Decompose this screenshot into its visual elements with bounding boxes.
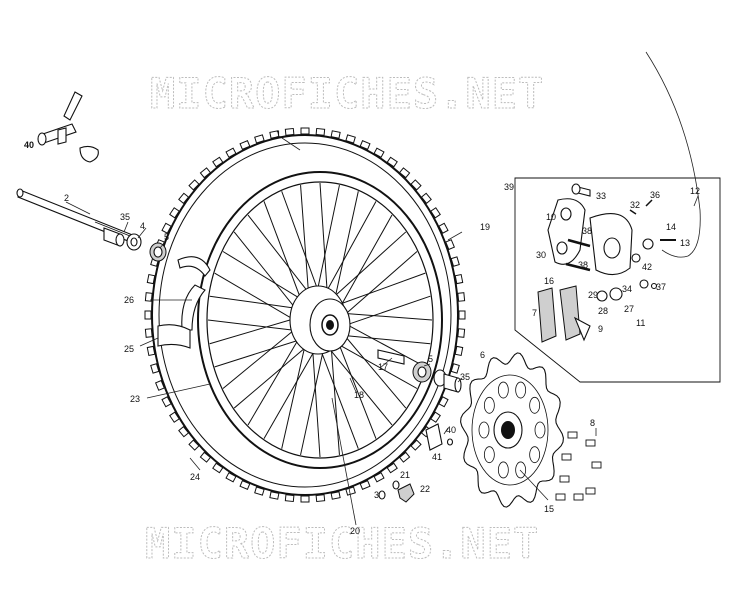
part-label-37: 37 [656,282,666,292]
part-label-14: 14 [666,222,676,232]
part-label-11: 11 [636,318,645,328]
hub [289,285,351,355]
part-label-15: 15 [544,504,554,514]
spacer-17 [377,349,405,365]
part-label-23: 23 [130,394,140,404]
part-label-9: 9 [598,324,603,334]
rim-band [177,256,211,331]
part-label-35-right: 35 [460,372,470,382]
part-label-19: 19 [480,222,490,232]
watermark-bottom: MICROFICHES.NET [145,519,539,568]
brake-hose [645,51,701,258]
part-label-5-right: 5 [428,354,433,364]
part-label-42: 42 [642,262,652,272]
part-label-36: 36 [650,190,660,200]
part-label-39: 39 [504,182,514,192]
pinch-bolt-40 [37,91,99,163]
part-label-26: 26 [124,295,134,305]
parts-3-21-22 [378,480,415,503]
part-label-22: 22 [420,484,430,494]
part-label-4: 4 [140,221,145,231]
part-label-13: 13 [680,238,690,248]
part-labels: 1 2 3 4 5 5 6 7 8 9 10 11 12 13 14 15 16… [24,129,700,536]
part-label-28: 28 [598,306,608,316]
part-label-41: 41 [432,452,442,462]
part-label-5-left: 5 [164,232,169,242]
part-label-21: 21 [400,470,410,480]
part-label-2: 2 [64,193,69,203]
watermark-top: MICROFICHES.NET [150,69,544,118]
part-label-17: 17 [378,362,388,372]
part-label-7: 7 [532,308,537,318]
part-label-20: 20 [350,526,360,536]
part-label-12: 12 [690,186,700,196]
part-label-33: 33 [596,191,606,201]
part-label-34: 34 [622,284,632,294]
part-label-1: 1 [276,129,281,139]
part-label-35-left: 35 [120,212,130,222]
part-label-3: 3 [374,490,379,500]
spokes [207,182,433,458]
brake-disc [460,352,564,508]
part-label-38-top: 38 [582,226,592,236]
tube-valve [157,324,191,349]
leader-lines [65,137,699,526]
part-label-29: 29 [588,290,598,300]
part-label-30: 30 [536,250,546,260]
part-label-32: 32 [630,200,640,210]
caliper-assembly [514,177,721,383]
seal-4 [126,233,142,251]
part-label-24: 24 [190,472,200,482]
spacer-35-right [443,373,462,393]
part-label-38-bottom: 38 [578,260,588,270]
part-label-6: 6 [480,350,485,360]
disc-bolts [555,431,602,501]
part-label-40-disc: 40 [446,425,456,435]
part-label-25: 25 [124,344,134,354]
rim [197,171,443,469]
part-label-10: 10 [546,212,556,222]
part-label-27: 27 [624,304,634,314]
bolt-41 [425,423,454,451]
part-label-18: 18 [354,390,364,400]
part-label-16: 16 [544,276,554,286]
part-label-40-top: 40 [24,140,34,150]
bearing-5-right [412,361,432,383]
part-label-8: 8 [590,418,595,428]
spacer-35 [103,227,125,247]
bearing-5-left [149,242,167,262]
